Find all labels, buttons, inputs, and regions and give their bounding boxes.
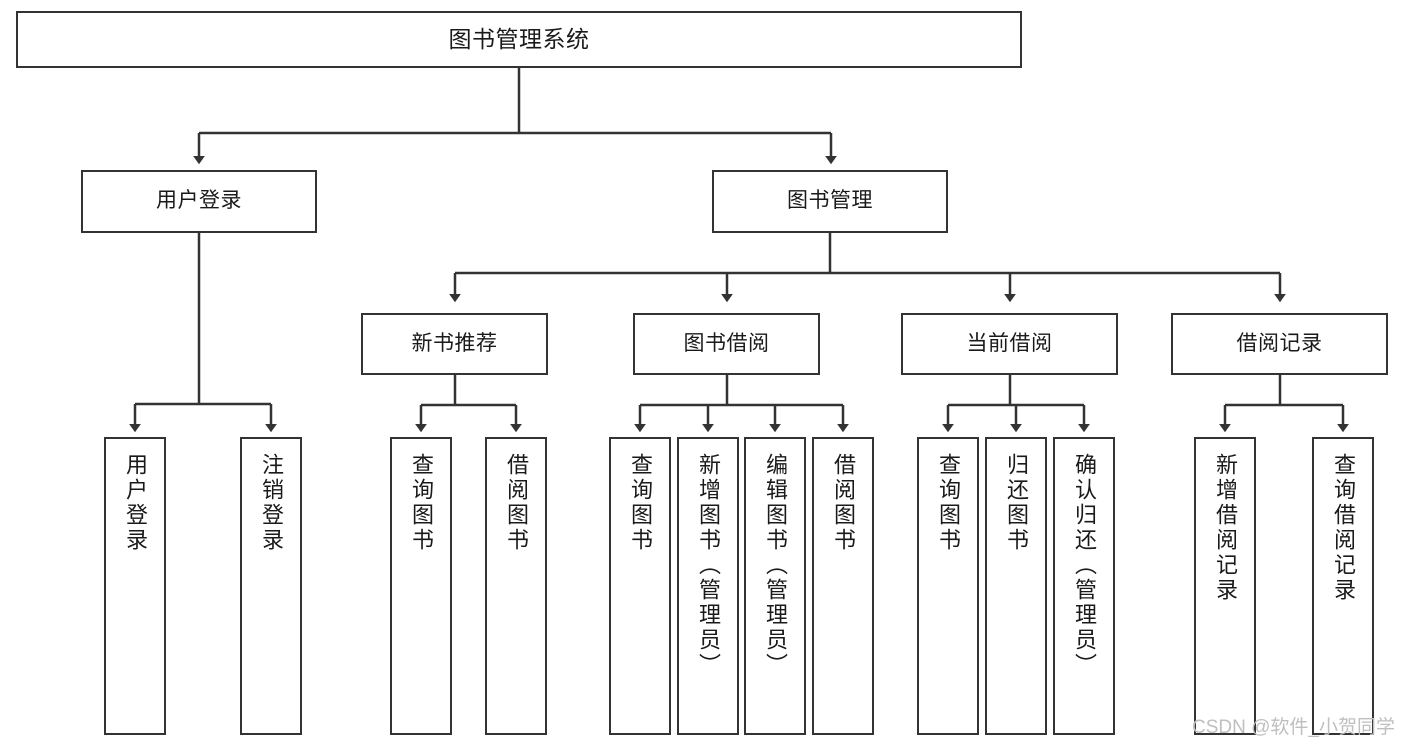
node-leaf-borrow-book-2-label: 借阅图书 bbox=[830, 453, 856, 553]
node-book-borrow-label: 图书借阅 bbox=[683, 331, 770, 355]
node-leaf-add-record-label: 新增借阅记录 bbox=[1212, 453, 1238, 603]
node-leaf-query-book-3[interactable]: 查询图书 bbox=[917, 437, 979, 735]
node-leaf-edit-book-label: 编辑图书（管理员） bbox=[762, 453, 788, 678]
node-leaf-return-book-label: 归还图书 bbox=[1003, 453, 1029, 553]
node-leaf-query-book-1-label: 查询图书 bbox=[408, 453, 434, 553]
node-new-book-recommend[interactable]: 新书推荐 bbox=[361, 313, 548, 375]
node-leaf-user-login-label: 用户登录 bbox=[122, 453, 148, 553]
node-current-borrow-label: 当前借阅 bbox=[966, 331, 1053, 355]
node-leaf-edit-book[interactable]: 编辑图书（管理员） bbox=[744, 437, 806, 735]
node-leaf-query-book-2-label: 查询图书 bbox=[627, 453, 653, 553]
node-root[interactable]: 图书管理系统 bbox=[16, 11, 1022, 68]
node-leaf-query-record[interactable]: 查询借阅记录 bbox=[1312, 437, 1374, 735]
node-root-label: 图书管理系统 bbox=[448, 25, 590, 52]
node-leaf-user-login[interactable]: 用户登录 bbox=[104, 437, 166, 735]
node-leaf-confirm-return-label: 确认归还（管理员） bbox=[1071, 453, 1097, 678]
node-user-login-label: 用户登录 bbox=[156, 189, 242, 213]
node-leaf-user-logout[interactable]: 注销登录 bbox=[240, 437, 302, 735]
node-current-borrow[interactable]: 当前借阅 bbox=[901, 313, 1118, 375]
node-leaf-add-record[interactable]: 新增借阅记录 bbox=[1194, 437, 1256, 735]
node-borrow-record-label: 借阅记录 bbox=[1236, 331, 1323, 355]
node-leaf-query-book-2[interactable]: 查询图书 bbox=[609, 437, 671, 735]
node-leaf-return-book[interactable]: 归还图书 bbox=[985, 437, 1047, 735]
node-leaf-user-logout-label: 注销登录 bbox=[258, 453, 284, 553]
node-user-login[interactable]: 用户登录 bbox=[81, 170, 317, 233]
watermark-text: CSDN @软件_小贺同学 bbox=[1192, 717, 1395, 738]
node-leaf-add-book[interactable]: 新增图书（管理员） bbox=[677, 437, 739, 735]
node-leaf-query-book-1[interactable]: 查询图书 bbox=[390, 437, 452, 735]
node-book-manage-label: 图书管理 bbox=[787, 189, 873, 213]
node-leaf-query-record-label: 查询借阅记录 bbox=[1330, 453, 1356, 603]
node-book-borrow[interactable]: 图书借阅 bbox=[633, 313, 820, 375]
node-leaf-borrow-book-2[interactable]: 借阅图书 bbox=[812, 437, 874, 735]
node-leaf-query-book-3-label: 查询图书 bbox=[935, 453, 961, 553]
node-new-book-recommend-label: 新书推荐 bbox=[411, 331, 498, 355]
node-leaf-borrow-book-1-label: 借阅图书 bbox=[503, 453, 529, 553]
node-leaf-confirm-return[interactable]: 确认归还（管理员） bbox=[1053, 437, 1115, 735]
node-borrow-record[interactable]: 借阅记录 bbox=[1171, 313, 1388, 375]
node-leaf-borrow-book-1[interactable]: 借阅图书 bbox=[485, 437, 547, 735]
node-book-manage[interactable]: 图书管理 bbox=[712, 170, 948, 233]
node-leaf-add-book-label: 新增图书（管理员） bbox=[695, 453, 721, 678]
